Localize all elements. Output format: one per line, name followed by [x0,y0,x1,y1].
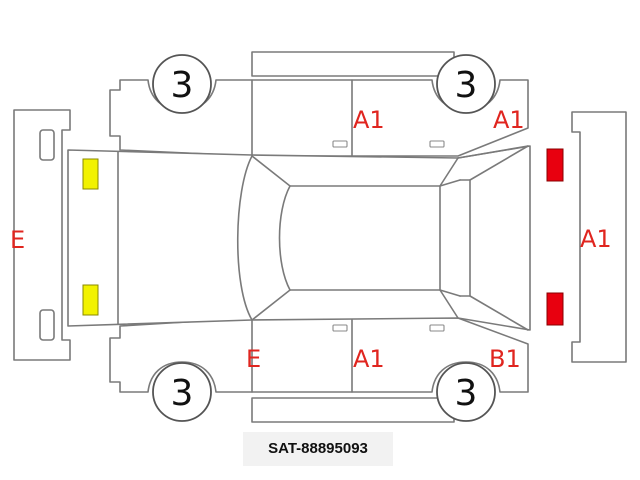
damage-mark-right-rear-door: A1 [353,345,385,373]
tire-rear-left-grade: 3 [455,65,478,106]
damage-mark-right-rear-quarter: B1 [489,345,521,373]
taillamp-left [546,148,564,182]
damage-mark-rear-bumper: A1 [580,225,612,253]
damage-mark-right-front-pillar: E [246,345,261,373]
headlamp-left [82,158,99,190]
tire-rear-left [436,54,496,114]
right-side-panel [109,317,529,423]
tire-front-right-grade: 3 [171,373,194,414]
vehicle-top-view [67,145,531,331]
damage-mark-front-bumper: E [10,226,25,254]
tire-rear-right [436,362,496,422]
tire-front-left-grade: 3 [171,65,194,106]
tire-rear-right-grade: 3 [455,373,478,414]
stock-number-label: SAT-88895093 [243,432,393,466]
damage-mark-left-rear-quarter: A1 [493,106,525,134]
damage-mark-left-rear-door: A1 [353,106,385,134]
tire-front-left [152,54,212,114]
headlamp-right [82,284,99,316]
tire-front-right [152,362,212,422]
taillamp-right [546,292,564,326]
front-bumper [13,109,71,361]
rear-bumper [571,111,627,363]
